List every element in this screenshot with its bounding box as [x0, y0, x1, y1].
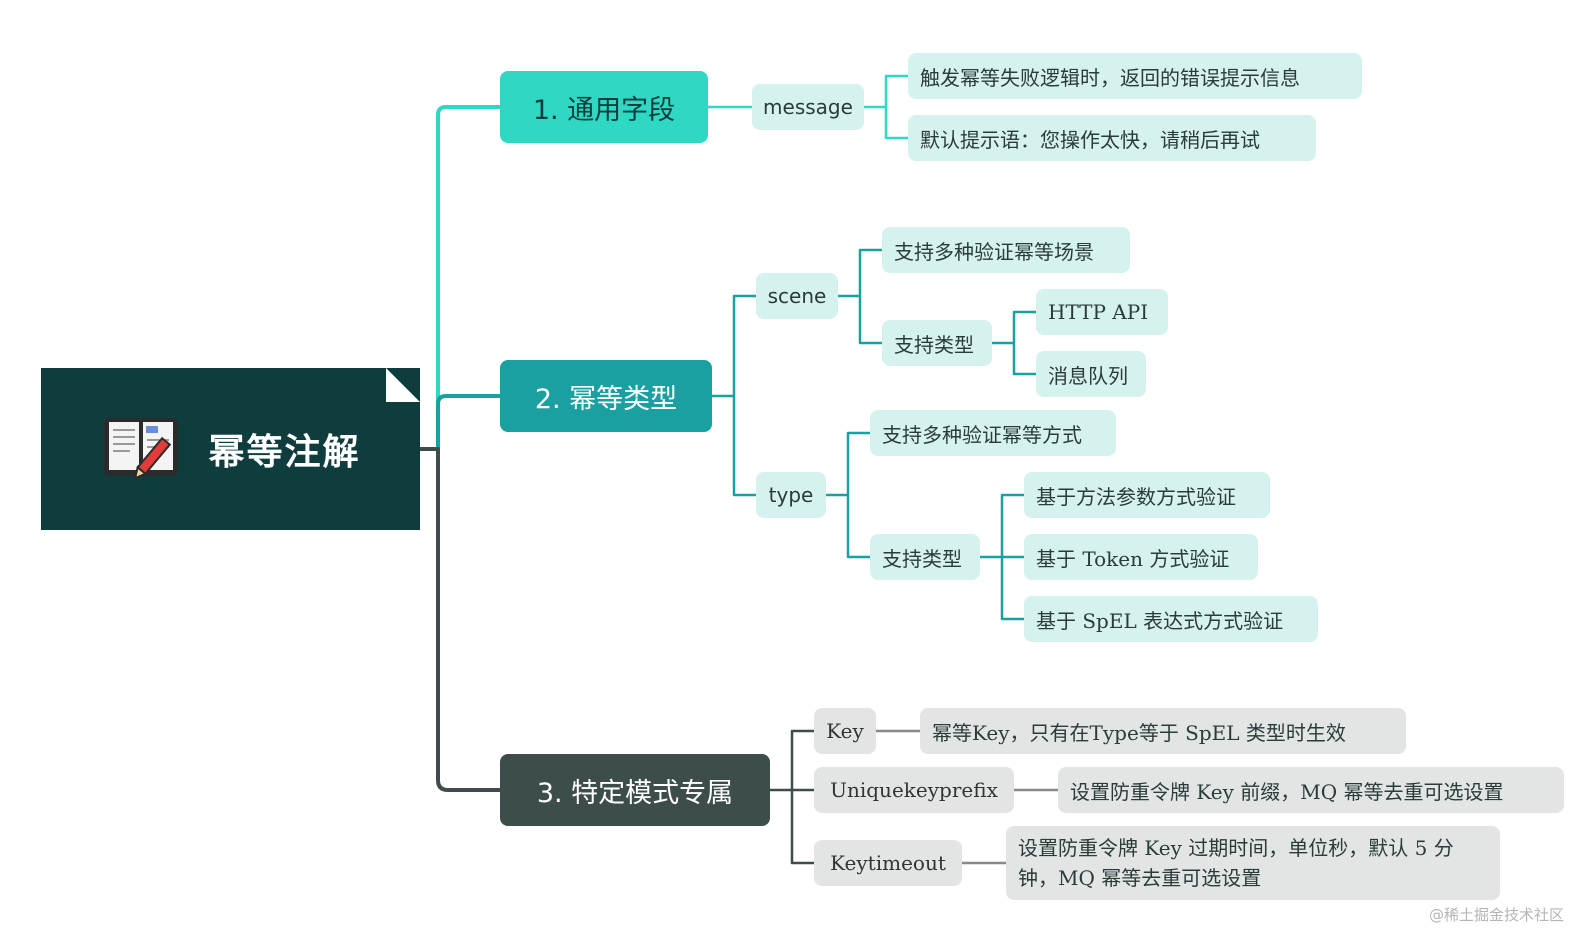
field-message: message: [752, 84, 864, 130]
field-keytimeout: Keytimeout: [814, 840, 962, 886]
field-key: Key: [814, 708, 876, 754]
scene-type-http: HTTP API: [1036, 289, 1168, 335]
field-type: type: [756, 472, 826, 518]
type-method-params: 基于方法参数方式验证: [1024, 472, 1270, 518]
book-pencil-icon: [104, 418, 179, 480]
key-desc: 幂等Key，只有在Type等于 SpEL 类型时生效: [920, 708, 1406, 754]
branch-specific-mode: 3. 特定模式专属: [500, 754, 770, 826]
branch-common-fields: 1. 通用字段: [500, 71, 708, 143]
keytimeout-desc: 设置防重令牌 Key 过期时间，单位秒，默认 5 分钟，MQ 幂等去重可选设置: [1006, 826, 1500, 900]
branch-idempotent-type: 2. 幂等类型: [500, 360, 712, 432]
message-desc-1: 触发幂等失败逻辑时，返回的错误提示信息: [908, 53, 1362, 99]
type-spel: 基于 SpEL 表达式方式验证: [1024, 596, 1318, 642]
root-title: 幂等注解: [208, 432, 361, 473]
scene-desc: 支持多种验证幂等场景: [882, 227, 1130, 273]
scene-types-label: 支持类型: [882, 320, 992, 366]
type-types-label: 支持类型: [870, 534, 980, 580]
watermark: @稀土掘金技术社区: [1428, 906, 1564, 924]
message-desc-2: 默认提示语：您操作太快，请稍后再试: [908, 115, 1316, 161]
field-scene: scene: [756, 273, 838, 319]
folded-corner-icon: [386, 368, 420, 402]
type-token: 基于 Token 方式验证: [1024, 534, 1258, 580]
field-uniquekeyprefix: Uniquekeyprefix: [814, 767, 1014, 813]
scene-type-mq: 消息队列: [1036, 351, 1146, 397]
type-desc: 支持多种验证幂等方式: [870, 410, 1116, 456]
uniquekeyprefix-desc: 设置防重令牌 Key 前缀，MQ 幂等去重可选设置: [1058, 767, 1564, 813]
root-node: 幂等注解: [41, 368, 420, 530]
